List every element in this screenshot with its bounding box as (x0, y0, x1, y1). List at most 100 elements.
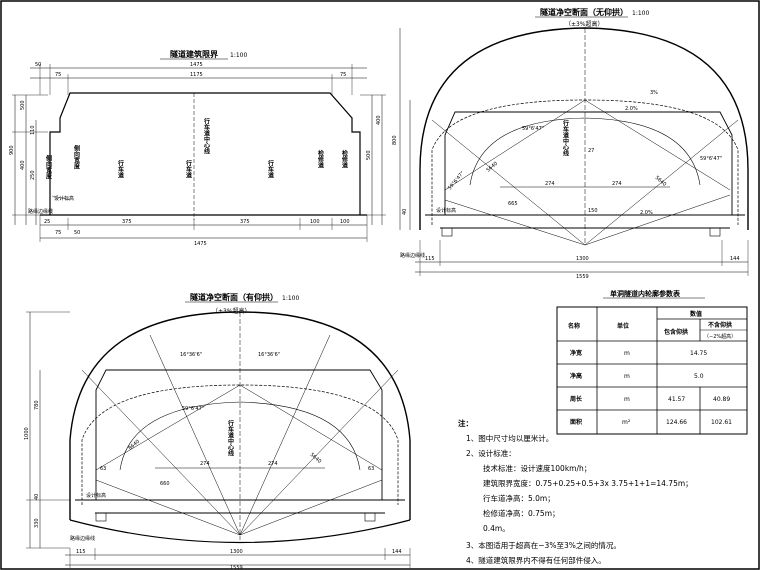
table-row: 周长 (570, 395, 583, 403)
svg-text:路缘边缘线: 路缘边缘线 (400, 252, 425, 259)
svg-text:274: 274 (612, 181, 622, 187)
svg-text:150: 150 (588, 208, 598, 214)
svg-text:59°6'47": 59°6'47" (522, 126, 544, 132)
svg-text:行车道中心线: 行车道中心线 (562, 119, 570, 157)
svg-text:144: 144 (730, 256, 740, 262)
svg-text:59°6'47": 59°6'47" (700, 156, 722, 162)
limit-view: 隧道建筑限界 1:100 50 75 1175 75 1475 900 400 … (9, 49, 386, 247)
limit-scale: 1:100 (230, 52, 247, 59)
svg-text:8640: 8640 (127, 439, 141, 452)
svg-text:1559: 1559 (230, 565, 243, 570)
svg-text:800: 800 (392, 135, 398, 145)
svg-text:1:100: 1:100 (632, 10, 649, 17)
svg-text:400: 400 (20, 160, 26, 170)
svg-text:1000: 1000 (24, 427, 30, 440)
svg-text:行车道: 行车道 (185, 159, 193, 179)
note-2d: 检修道净高：0.75m； (483, 508, 560, 518)
svg-text:m: m (624, 373, 630, 380)
svg-text:路缘边缘线: 路缘边缘线 (28, 208, 53, 215)
svg-text:40: 40 (402, 209, 408, 215)
svg-text:（±3%超高）: （±3%超高） (212, 307, 251, 315)
note-3: 3、本图适用于超高在−3%至3%之间的情况。 (466, 540, 621, 550)
note-1: 1、图中尺寸均以厘米计。 (466, 433, 553, 443)
notes-heading: 注： (458, 418, 473, 428)
svg-text:检修道: 检修道 (317, 149, 325, 169)
notes: 注： 1、图中尺寸均以厘米计。 2、设计标准： 技术标准：设计速度100km/h… (458, 418, 693, 565)
svg-text:102.61: 102.61 (711, 419, 732, 426)
th-no-invert-sub: （−2%超高） (704, 333, 736, 340)
svg-text:41.57: 41.57 (668, 396, 685, 403)
svg-text:1300: 1300 (576, 256, 589, 262)
svg-text:59°6'47": 59°6'47" (182, 406, 204, 412)
svg-text:设计标高: 设计标高 (436, 207, 456, 214)
svg-text:50: 50 (74, 230, 80, 236)
svg-text:780: 780 (34, 400, 40, 410)
svg-text:1300: 1300 (230, 549, 243, 555)
svg-text:63: 63 (368, 466, 374, 472)
note-2c: 行车道净高：5.0m； (483, 493, 555, 503)
svg-text:行车道中心线: 行车道中心线 (203, 117, 211, 155)
svg-text:1475: 1475 (190, 62, 203, 68)
svg-text:100: 100 (340, 219, 350, 225)
note-2b: 建筑限界宽度：0.75+0.25+0.5+3x 3.75+1+1=14.75m； (483, 478, 693, 488)
svg-text:5640: 5640 (654, 175, 668, 188)
svg-text:274: 274 (200, 461, 210, 467)
svg-text:59°6'47": 59°6'47" (447, 171, 466, 192)
parameter-table: 单洞隧道内轮廓参数表 名称 单位 数值 包含仰拱 不含仰拱 （−2%超高） 净宽… (556, 289, 748, 435)
svg-text:274: 274 (545, 181, 555, 187)
svg-text:3%: 3% (650, 90, 658, 96)
svg-text:375: 375 (122, 219, 132, 225)
svg-text:m: m (624, 396, 630, 403)
svg-text:16°36'6": 16°36'6" (258, 352, 280, 358)
svg-text:27: 27 (588, 148, 594, 154)
clearance-no-title: 隧道净空断面（无仰拱） (540, 7, 628, 17)
svg-text:250: 250 (30, 170, 36, 180)
svg-text:500: 500 (366, 150, 372, 160)
clearance-invert-view: 隧道净空断面（有仰拱） 1:100 （±3%超高） 16°36'6" 16°36… (24, 292, 411, 570)
note-4: 4、隧道建筑限界内不得有任何部件侵入。 (466, 555, 606, 565)
svg-text:400: 400 (376, 115, 382, 125)
clearance-no-invert-view: 隧道净空断面（无仰拱） 1:100 （±3%超高） 59°6'47" 59°6'… (392, 7, 749, 280)
note-2a: 技术标准：设计速度100km/h； (483, 463, 591, 473)
note-2: 2、设计标准： (466, 448, 516, 458)
svg-text:100: 100 (310, 219, 320, 225)
th-no-invert: 不含仰拱 (708, 321, 732, 329)
svg-text:75: 75 (55, 72, 61, 78)
table-row: 净宽 (570, 349, 582, 357)
svg-text:设计标高: 设计标高 (86, 492, 106, 499)
svg-text:665: 665 (508, 201, 518, 207)
svg-text:14.75: 14.75 (690, 350, 707, 357)
svg-text:1175: 1175 (190, 72, 203, 78)
svg-text:40.89: 40.89 (713, 396, 730, 403)
svg-text:375: 375 (240, 219, 250, 225)
svg-text:75: 75 (55, 230, 61, 236)
svg-text:75: 75 (340, 72, 346, 78)
svg-text:检修道: 检修道 (341, 149, 349, 169)
svg-text:侧向宽度: 侧向宽度 (73, 144, 81, 170)
svg-text:50: 50 (35, 62, 41, 68)
table-row: 面积 (570, 418, 582, 426)
th-value: 数值 (690, 310, 702, 318)
svg-text:115: 115 (76, 549, 86, 555)
svg-text:路缘边缘线: 路缘边缘线 (70, 535, 95, 542)
svg-text:5640: 5640 (309, 452, 323, 465)
svg-text:2.0%: 2.0% (640, 210, 653, 216)
svg-text:124.66: 124.66 (666, 419, 687, 426)
svg-text:1:100: 1:100 (282, 295, 299, 302)
svg-text:m: m (624, 350, 630, 357)
svg-text:行车道中心线: 行车道中心线 (227, 419, 235, 457)
svg-text:行车道: 行车道 (117, 159, 125, 179)
table-row: 净高 (570, 372, 582, 380)
svg-text:2.0%: 2.0% (625, 106, 638, 112)
svg-text:110: 110 (30, 125, 36, 135)
svg-text:行车道: 行车道 (267, 159, 275, 179)
clearance-inv-title: 隧道净空断面（有仰拱） (190, 292, 278, 302)
svg-text:m²: m² (622, 419, 631, 426)
svg-text:274: 274 (268, 461, 278, 467)
th-with-invert: 包含仰拱 (664, 328, 688, 336)
svg-text:115: 115 (425, 256, 435, 262)
svg-text:144: 144 (392, 549, 402, 555)
